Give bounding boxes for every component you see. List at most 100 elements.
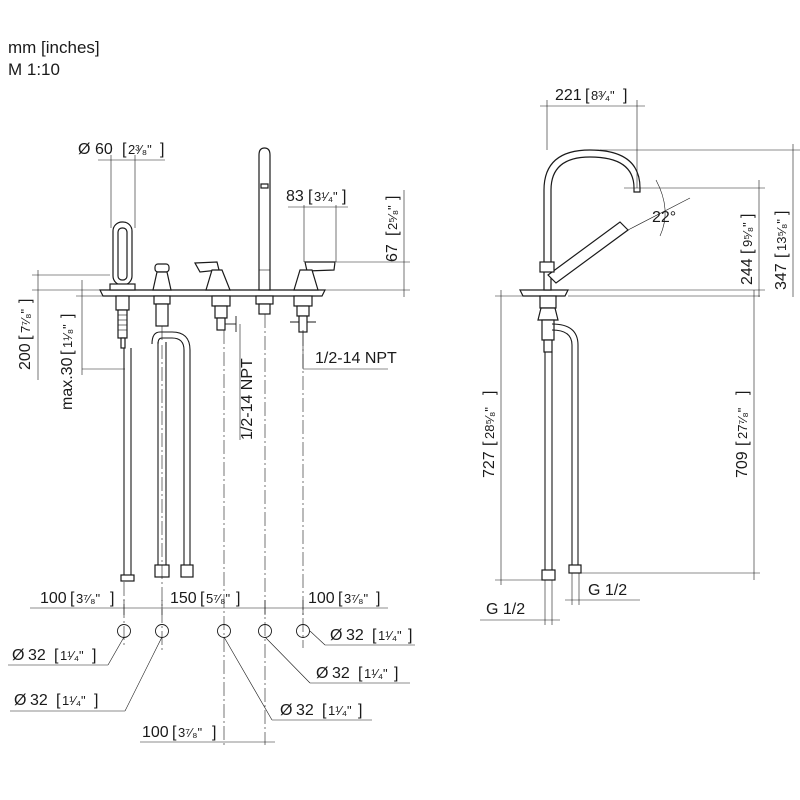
svg-text:2⁵⁄₈": 2⁵⁄₈" — [385, 205, 400, 230]
svg-text:1¹⁄₄": 1¹⁄₄" — [62, 693, 86, 708]
svg-text:[: [ — [358, 665, 363, 682]
svg-text:200: 200 — [17, 343, 34, 370]
svg-text:[: [ — [308, 188, 313, 205]
dim-thread-g-half: G 1/2 G 1/2 — [480, 573, 640, 625]
dim-200: 200 [ 7⁷⁄₈" ] — [17, 270, 110, 380]
diverter-knob — [152, 263, 172, 340]
svg-text:]: ] — [408, 627, 412, 644]
mounting-holes — [117, 624, 310, 638]
dim-diameter-60: Ø 60 [ 2³⁄₈" ] — [78, 141, 165, 228]
svg-text:G 1/2: G 1/2 — [588, 582, 627, 599]
svg-text:2³⁄₈": 2³⁄₈" — [128, 142, 152, 157]
svg-text:Ø: Ø — [14, 692, 26, 709]
svg-text:[: [ — [322, 702, 327, 719]
svg-text:[: [ — [59, 350, 76, 355]
svg-text:]: ] — [236, 590, 240, 607]
svg-text:]: ] — [92, 647, 96, 664]
side-deck-plate — [519, 289, 569, 297]
svg-text:1¹⁄₄": 1¹⁄₄" — [364, 666, 388, 681]
svg-text:[: [ — [481, 441, 498, 446]
npt-label-horizontal: 1/2-14 NPT — [302, 330, 397, 370]
svg-text:]: ] — [110, 590, 114, 607]
svg-text:]: ] — [160, 141, 164, 158]
svg-text:]: ] — [17, 299, 34, 303]
svg-text:]: ] — [394, 665, 398, 682]
svg-text:]: ] — [734, 391, 751, 395]
deck-plate — [99, 289, 326, 297]
svg-text:32: 32 — [296, 702, 314, 719]
svg-text:100: 100 — [40, 590, 67, 607]
dim-709: 709 [ 27⁷⁄₈" ] — [568, 290, 760, 580]
units-label: mm [inches] — [8, 38, 100, 57]
svg-text:1¹⁄₄": 1¹⁄₄" — [378, 628, 402, 643]
svg-text:3⁷⁄₈": 3⁷⁄₈" — [76, 591, 100, 606]
svg-text:Ø: Ø — [12, 647, 24, 664]
centre-lines — [123, 314, 304, 745]
svg-text:27⁷⁄₈": 27⁷⁄₈" — [735, 407, 750, 439]
svg-text:7⁷⁄₈": 7⁷⁄₈" — [18, 309, 33, 333]
svg-text:Ø: Ø — [78, 141, 90, 158]
side-lever-handle — [547, 221, 629, 284]
svg-text:13⁵⁄₈": 13⁵⁄₈" — [774, 219, 789, 251]
right-lever-handle — [290, 261, 336, 333]
svg-text:[: [ — [122, 141, 127, 158]
svg-text:]: ] — [358, 702, 362, 719]
svg-text:1/2-14 NPT: 1/2-14 NPT — [315, 350, 397, 367]
dim-67: 67 [ 2⁵⁄₈" ] — [325, 190, 410, 297]
svg-text:]: ] — [342, 188, 346, 205]
svg-text:[: [ — [56, 692, 61, 709]
mounting-hole — [258, 624, 272, 638]
svg-text:32: 32 — [346, 627, 364, 644]
svg-text:[: [ — [70, 590, 75, 607]
spout — [255, 147, 274, 315]
svg-text:60: 60 — [95, 141, 113, 158]
svg-text:]: ] — [773, 211, 790, 215]
mounting-hole — [296, 624, 310, 638]
svg-text:Ø: Ø — [280, 702, 292, 719]
dim-100-bottom: 100 [ 3⁷⁄₈" ] — [140, 724, 275, 743]
svg-text:[: [ — [384, 231, 401, 236]
svg-text:727: 727 — [481, 451, 498, 478]
svg-text:709: 709 — [734, 451, 751, 478]
svg-text:150: 150 — [170, 590, 197, 607]
svg-text:28⁵⁄₈": 28⁵⁄₈" — [482, 407, 497, 439]
svg-text:]: ] — [59, 314, 76, 318]
svg-text:[: [ — [54, 647, 59, 664]
svg-text:G 1/2: G 1/2 — [486, 601, 525, 618]
dim-244: 244 [ 9⁵⁄₈" ] — [565, 180, 765, 297]
svg-text:1¹⁄₄": 1¹⁄₄" — [328, 703, 352, 718]
svg-text:]: ] — [481, 391, 498, 395]
svg-text:Ø: Ø — [330, 627, 342, 644]
svg-text:1¹⁄₈": 1¹⁄₈" — [60, 324, 75, 348]
svg-text:[: [ — [200, 590, 205, 607]
svg-text:[: [ — [372, 627, 377, 644]
svg-text:22°: 22° — [652, 209, 676, 226]
dim-221: 221 [ 8³⁄₄" ] — [540, 87, 645, 188]
svg-text:83: 83 — [286, 188, 304, 205]
gooseneck-spout — [543, 149, 641, 291]
svg-text:100: 100 — [308, 590, 335, 607]
svg-text:5⁷⁄₈": 5⁷⁄₈" — [206, 591, 230, 606]
svg-text:9⁵⁄₈": 9⁵⁄₈" — [740, 222, 755, 247]
svg-text:1/2-14 NPT: 1/2-14 NPT — [239, 358, 256, 440]
svg-text:]: ] — [376, 590, 380, 607]
dim-max30: max.30 [ 1¹⁄₈" ] — [59, 280, 125, 410]
svg-text:[: [ — [734, 441, 751, 446]
svg-text:]: ] — [384, 196, 401, 200]
svg-text:32: 32 — [332, 665, 350, 682]
svg-text:244: 244 — [739, 258, 756, 285]
svg-text:32: 32 — [30, 692, 48, 709]
svg-text:Ø: Ø — [316, 665, 328, 682]
scale-label: M 1:10 — [8, 60, 60, 79]
svg-text:1¹⁄₄": 1¹⁄₄" — [60, 648, 84, 663]
svg-text:8³⁄₄": 8³⁄₄" — [591, 88, 615, 103]
svg-text:]: ] — [94, 692, 98, 709]
npt-label-vertical: 1/2-14 NPT — [239, 324, 256, 440]
svg-text:32: 32 — [28, 647, 46, 664]
dim-347: 347 [ 13⁵⁄₈" ] — [600, 144, 800, 297]
dim-83: 83 [ 3¹⁄₄" ] — [286, 188, 348, 262]
svg-text:[: [ — [172, 724, 177, 741]
svg-text:3¹⁄₄": 3¹⁄₄" — [314, 189, 338, 204]
